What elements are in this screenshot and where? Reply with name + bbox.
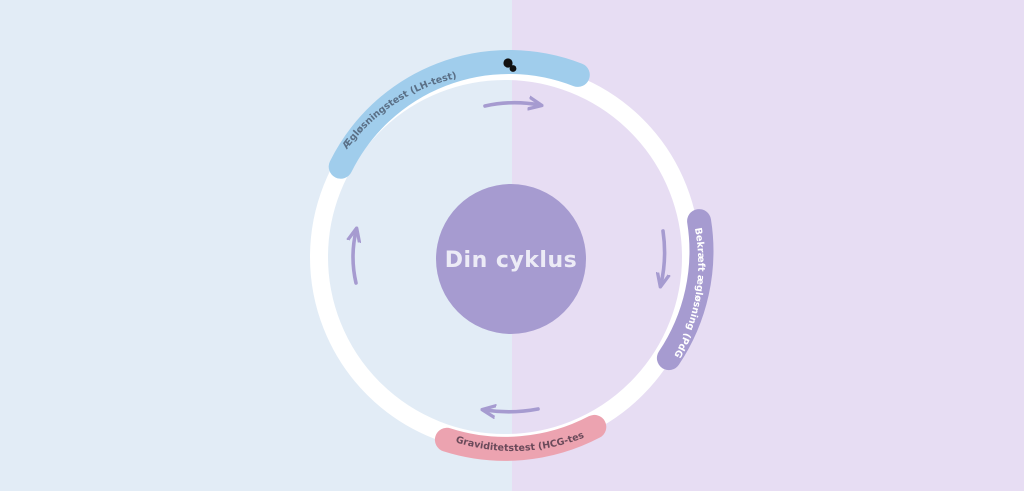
center-circle <box>436 184 586 334</box>
segment-arc-pdg-test <box>656 209 714 371</box>
center-title: Din cyklus <box>445 248 577 273</box>
arrow-right-icon <box>661 229 665 284</box>
segment-label-pdg-test: Bekræft ægløsning (PdG-test) <box>0 0 706 360</box>
segment-arc-hcg-test <box>434 414 607 461</box>
cycle-position-marker-icon <box>503 58 517 72</box>
arrow-bottom-icon <box>485 409 540 412</box>
segment-arc-lh-test <box>328 49 590 179</box>
arrow-top-icon <box>483 103 539 106</box>
arrow-left-icon <box>353 231 356 285</box>
